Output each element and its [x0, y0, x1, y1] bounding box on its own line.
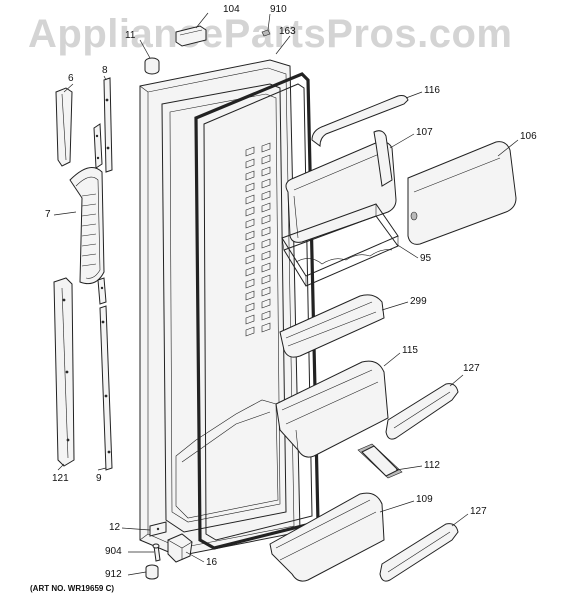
label-8: 8	[102, 65, 108, 76]
label-127-upper: 127	[463, 363, 480, 374]
door-shelf-small	[279, 294, 385, 358]
label-106: 106	[520, 131, 537, 142]
label-116: 116	[424, 85, 440, 96]
label-112: 112	[424, 460, 440, 471]
label-16: 16	[206, 557, 218, 568]
bin-guard-rail	[311, 95, 409, 147]
label-12: 12	[109, 522, 121, 533]
label-11: 11	[125, 30, 136, 41]
label-163: 163	[279, 26, 296, 37]
handle-trim-upper	[55, 87, 73, 167]
mounting-strip-lower	[99, 305, 113, 471]
label-95: 95	[420, 253, 432, 264]
label-107: 107	[416, 127, 433, 138]
bin-end-cap-lower	[379, 523, 459, 582]
dairy-bin	[285, 130, 397, 243]
label-104: 104	[223, 4, 240, 15]
handle-bracket	[93, 123, 103, 169]
bin-end-cap-upper	[385, 383, 459, 440]
handle-trim-lower	[53, 277, 75, 467]
label-910: 910	[270, 4, 287, 15]
liner-shelf-notches	[245, 142, 271, 337]
door-bin-large	[275, 360, 389, 458]
hinge-pin	[152, 543, 161, 562]
label-299: 299	[410, 296, 427, 307]
door-handle	[69, 167, 105, 285]
mounting-strip-upper	[103, 77, 113, 173]
art-number: (ART NO. WR19659 C)	[30, 584, 115, 593]
label-115: 115	[402, 345, 418, 356]
bin-clip	[357, 443, 403, 479]
door-bin-bottom	[269, 492, 385, 582]
label-912: 912	[105, 569, 122, 580]
door-top-bushing	[261, 29, 271, 37]
wire-bin-rack	[281, 203, 399, 287]
top-cap	[175, 25, 207, 47]
door-stop	[167, 533, 193, 563]
label-109: 109	[416, 494, 433, 505]
handle-bracket-lower	[97, 277, 107, 305]
label-127-lower: 127	[470, 506, 487, 517]
leader-lines	[53, 12, 519, 576]
label-6: 6	[68, 73, 74, 84]
dairy-bin-cover	[407, 141, 517, 245]
hinge-bracket	[149, 521, 167, 537]
label-121: 121	[52, 473, 69, 484]
hinge-bushing	[145, 564, 159, 580]
label-9: 9	[96, 473, 102, 484]
label-7: 7	[45, 209, 51, 220]
label-904: 904	[105, 546, 122, 557]
hinge-cap	[144, 57, 160, 75]
